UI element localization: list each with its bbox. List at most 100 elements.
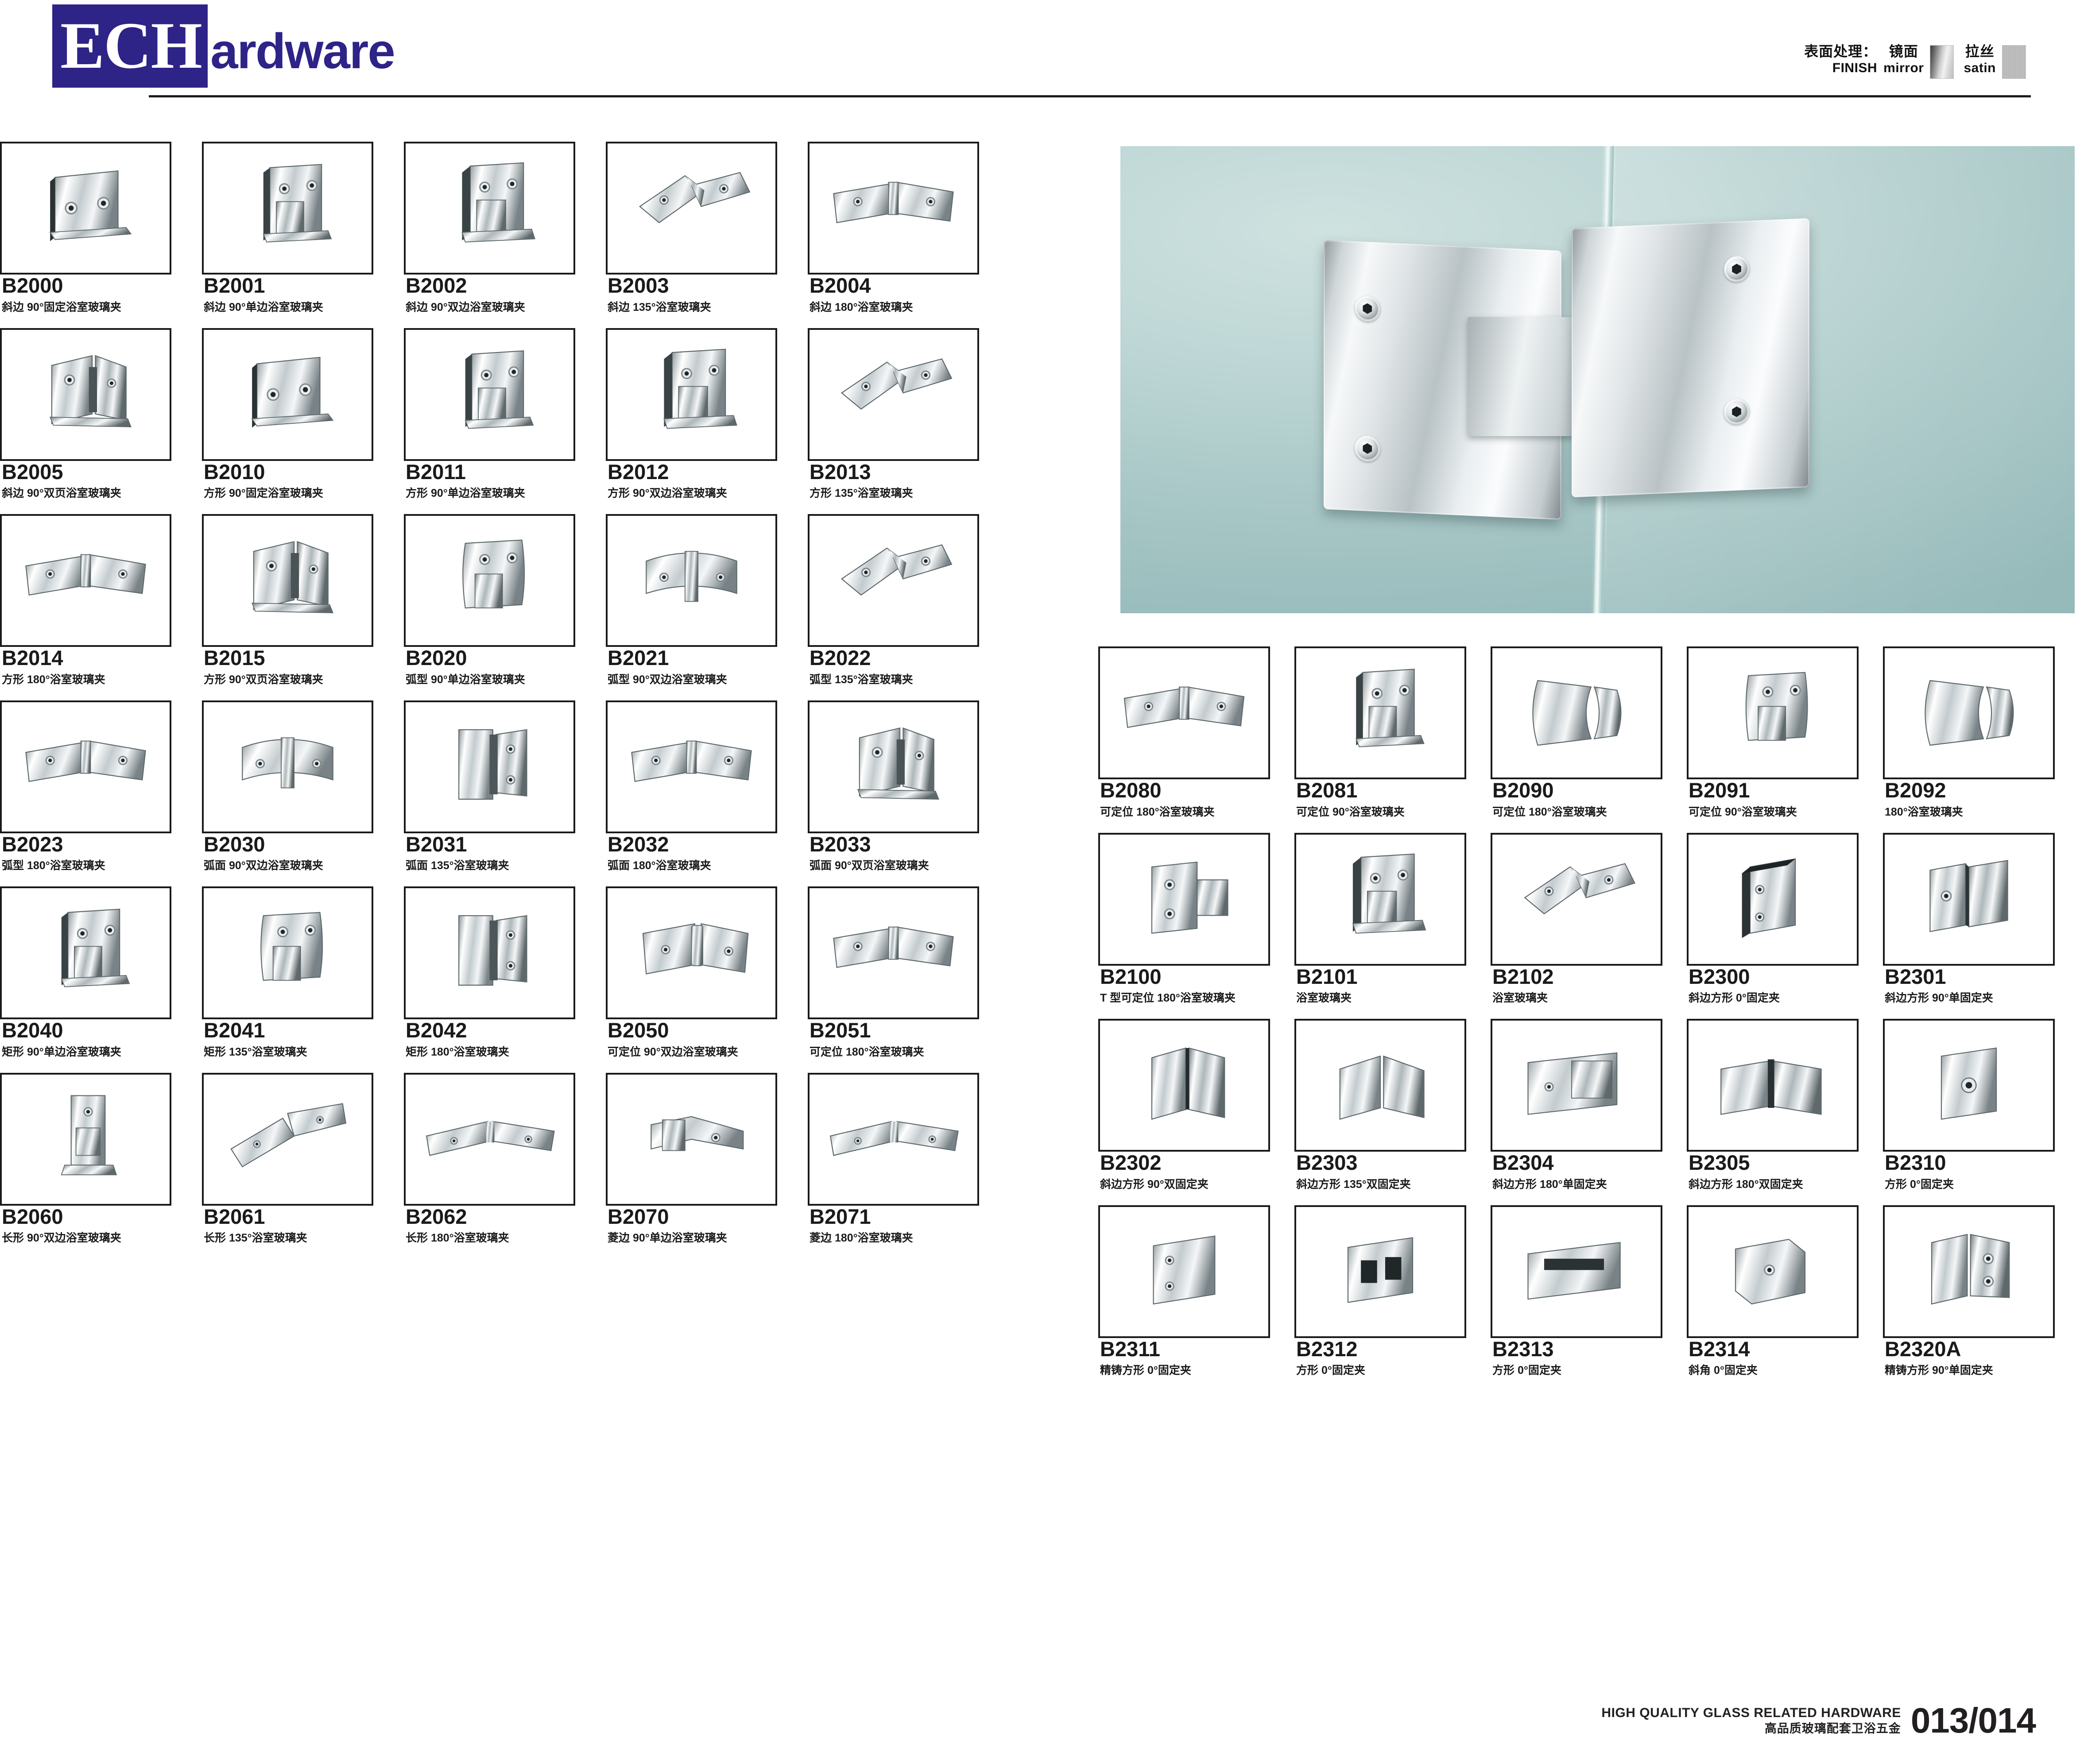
product-image-tile[interactable] bbox=[202, 1072, 373, 1206]
product-image-tile[interactable] bbox=[606, 142, 777, 275]
product-image-tile[interactable] bbox=[1883, 1205, 2055, 1338]
product-image-tile[interactable] bbox=[1491, 1205, 1662, 1338]
product-image-tile[interactable] bbox=[808, 1072, 979, 1206]
product-image-tile[interactable] bbox=[808, 328, 979, 461]
product-image-tile[interactable] bbox=[1294, 646, 1466, 779]
product-image-tile[interactable] bbox=[808, 142, 979, 275]
product-image-tile[interactable] bbox=[202, 514, 373, 647]
product-image-tile[interactable] bbox=[404, 700, 575, 833]
product-image-tile[interactable] bbox=[202, 886, 373, 1019]
product-image-tile[interactable] bbox=[1687, 1205, 1859, 1338]
product-image-tile[interactable] bbox=[1687, 1019, 1859, 1152]
product-image-tile[interactable] bbox=[1294, 832, 1466, 966]
product-image-tile[interactable] bbox=[1883, 1019, 2055, 1152]
product-image-tile[interactable] bbox=[606, 886, 777, 1019]
product-image-tile[interactable] bbox=[808, 514, 979, 647]
product-image-tile[interactable] bbox=[1098, 1205, 1270, 1338]
product-image-tile[interactable] bbox=[404, 886, 575, 1019]
product-image-tile[interactable] bbox=[0, 886, 171, 1019]
product-image-tile[interactable] bbox=[202, 700, 373, 833]
product-image-tile[interactable] bbox=[1294, 1205, 1466, 1338]
product-image-tile[interactable] bbox=[1491, 646, 1662, 779]
product-image-tile[interactable] bbox=[1294, 1019, 1466, 1152]
product-image-tile[interactable] bbox=[202, 142, 373, 275]
product-image-tile[interactable] bbox=[0, 514, 171, 647]
product-image-tile[interactable] bbox=[0, 700, 171, 833]
product-image-tile[interactable] bbox=[1687, 832, 1859, 966]
product-image-tile[interactable] bbox=[0, 328, 171, 461]
product-image-tile[interactable] bbox=[808, 700, 979, 833]
product-image-tile[interactable] bbox=[0, 1072, 171, 1206]
product-image-tile[interactable] bbox=[1098, 1019, 1270, 1152]
product-image-tile[interactable] bbox=[1491, 832, 1662, 966]
product-image-tile[interactable] bbox=[1098, 646, 1270, 779]
product-image-tile[interactable] bbox=[606, 514, 777, 647]
product-image-tile[interactable] bbox=[1687, 646, 1859, 779]
product-image-tile[interactable] bbox=[606, 328, 777, 461]
product-image-tile[interactable] bbox=[1098, 832, 1270, 966]
product-image-tile[interactable] bbox=[1491, 1019, 1662, 1152]
product-image-tile[interactable] bbox=[202, 328, 373, 461]
product-image-tile[interactable] bbox=[404, 1072, 575, 1206]
product-image-tile[interactable] bbox=[808, 886, 979, 1019]
product-image-tile[interactable] bbox=[0, 142, 171, 275]
product-image-tile[interactable] bbox=[404, 514, 575, 647]
product-image-tile[interactable] bbox=[1883, 646, 2055, 779]
product-image-tile[interactable] bbox=[606, 1072, 777, 1206]
product-image-tile[interactable] bbox=[606, 700, 777, 833]
product-image-tile[interactable] bbox=[404, 142, 575, 275]
product-image-tile[interactable] bbox=[404, 328, 575, 461]
product-image-tile[interactable] bbox=[1883, 832, 2055, 966]
